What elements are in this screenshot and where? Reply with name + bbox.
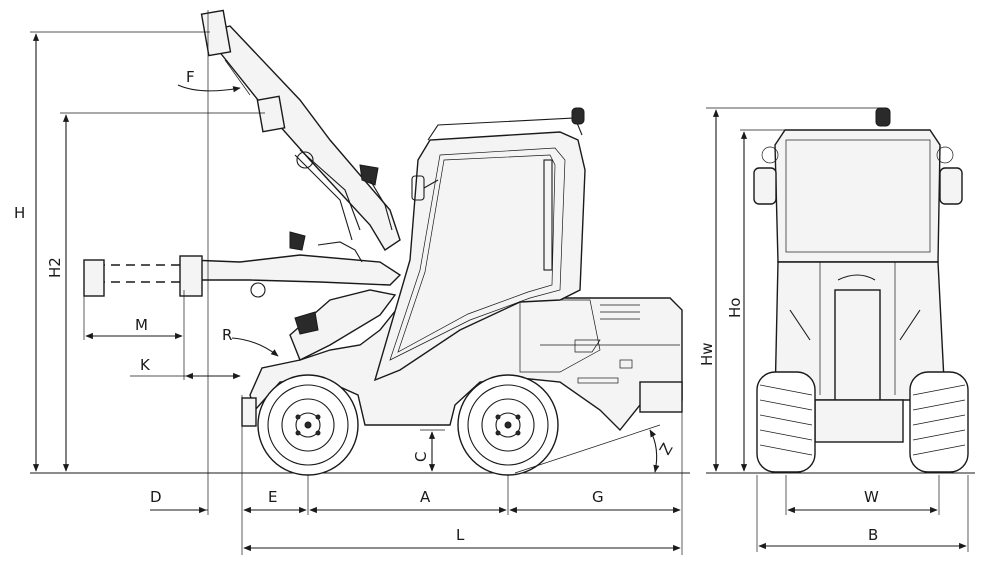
logo-plate — [574, 339, 601, 353]
quick-coupler-horizontal — [179, 255, 203, 297]
side-view-loader — [30, 9, 690, 476]
label-L: L — [456, 526, 465, 544]
hydraulic-coupling-3 — [294, 311, 319, 335]
boom-raised — [200, 9, 401, 251]
label-B: B — [868, 526, 878, 544]
quick-coupler-extended — [83, 259, 105, 297]
lift-cylinder-a — [299, 149, 361, 231]
quick-coupler-top — [200, 9, 232, 57]
label-Ho: Ho — [726, 298, 744, 318]
label-M: M — [135, 316, 148, 334]
cab-frame — [373, 131, 586, 382]
dim-Z — [649, 429, 660, 473]
mirror-arm — [423, 179, 439, 189]
hood-panel — [519, 299, 601, 373]
beacon-light — [571, 107, 585, 125]
front-wheel-side — [457, 374, 559, 476]
label-H2: H2 — [46, 257, 64, 278]
label-Z: Z — [656, 440, 677, 458]
front-mast — [834, 289, 881, 401]
brand-strip — [577, 377, 619, 384]
boom-pin-1 — [296, 151, 314, 169]
front-windshield — [785, 139, 931, 253]
front-cab — [774, 129, 941, 263]
front-axle-housing — [814, 399, 904, 443]
label-Hw: Hw — [698, 342, 716, 366]
rear-counterweight — [639, 381, 683, 413]
label-C: C — [412, 452, 430, 462]
spring-hose-2 — [317, 241, 363, 263]
left-mirror — [753, 167, 777, 205]
dimension-labels: H H2 F M K R C Z D E A G L Ho Hw W B — [14, 68, 879, 544]
side-light — [619, 359, 633, 369]
boom-horizontal — [179, 231, 402, 298]
label-E: E — [268, 488, 277, 506]
label-H: H — [14, 204, 25, 222]
boom-pin-2 — [250, 282, 266, 298]
rear-wheel-side — [257, 374, 359, 476]
dim-R — [231, 337, 279, 357]
hydraulic-coupling-1 — [359, 164, 379, 186]
right-mirror — [939, 167, 963, 205]
label-F: F — [186, 68, 195, 86]
label-A: A — [420, 488, 431, 506]
label-K: K — [140, 356, 151, 374]
front-bumper — [241, 397, 257, 427]
front-left-tire — [756, 371, 816, 473]
lift-cylinder-b — [294, 154, 353, 241]
spring-hose-1 — [369, 179, 393, 231]
hydraulic-coupling-2 — [289, 231, 306, 251]
label-W: W — [864, 488, 879, 506]
cab-glass — [397, 154, 556, 353]
cab-door-outline — [389, 147, 566, 361]
front-beacon-light — [875, 107, 891, 127]
label-G: G — [592, 488, 604, 506]
front-view-dimensions — [706, 107, 969, 552]
quick-coupler-mid — [256, 95, 286, 133]
cab-roof — [427, 117, 583, 141]
side-view-dimensions — [30, 10, 683, 555]
label-D: D — [150, 488, 162, 506]
front-view-loader — [706, 107, 975, 474]
door-handle-bar — [543, 159, 553, 271]
front-right-tire — [909, 371, 969, 473]
label-R: R — [222, 326, 232, 344]
boom-lowered — [289, 289, 397, 361]
dim-F — [177, 84, 241, 93]
